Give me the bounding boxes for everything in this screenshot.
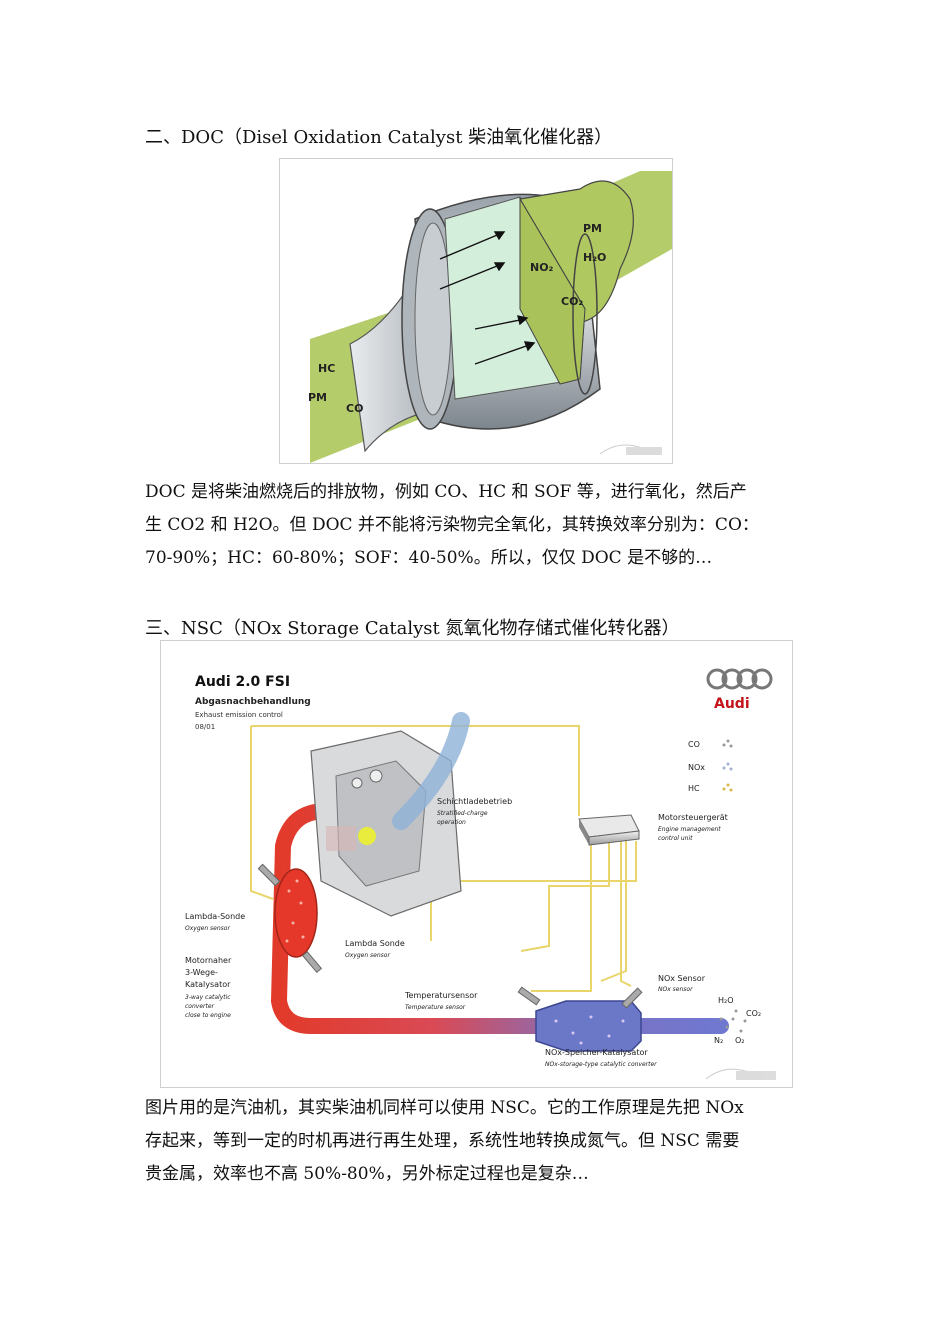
watermark-logo (705, 1068, 776, 1080)
cat3-label-de-1: Motornaher (185, 956, 232, 965)
engine-illustration (310, 712, 470, 917)
nsc-label-en: NOx-storage-type catalytic converter (545, 1061, 657, 1068)
paragraph-nsc: 图片用的是汽油机，其实柴油机同样可以使用 NSC。它的工作原理是先把 NOx 存… (145, 1092, 810, 1191)
engine-label-en-2: operation (437, 819, 466, 826)
label-pm-in: PM (308, 391, 327, 404)
label-no2: NO₂ (530, 261, 554, 274)
paragraph-line: 存起来，等到一定的时机再进行再生处理，系统性地转换成氮气。但 NSC 需要 (145, 1131, 740, 1151)
out-h2o: H₂O (718, 996, 734, 1005)
lambda2-label-en: Oxygen sensor (345, 952, 390, 959)
label-co2: CO₂ (561, 295, 583, 308)
label-hc: HC (318, 362, 335, 375)
doc-diagram: PM H₂O NO₂ CO₂ HC PM CO (308, 171, 672, 463)
legend-nox: NOx (688, 763, 705, 772)
lambda2-label-de: Lambda Sonde (345, 939, 405, 948)
paragraph-line: DOC 是将柴油燃烧后的排放物，例如 CO、HC 和 SOF 等，进行氧化，然后… (145, 482, 747, 502)
paragraph-line: 贵金属，效率也不高 50%-80%，另外标定过程也是复杂… (145, 1164, 589, 1184)
lambda1-label-de: Lambda-Sonde (185, 912, 245, 921)
legend-co: CO (688, 740, 700, 749)
audi-brand: Audi (714, 696, 750, 712)
paragraph-doc: DOC 是将柴油燃烧后的排放物，例如 CO、HC 和 SOF 等，进行氧化，然后… (145, 476, 810, 575)
watermark-logo (599, 444, 662, 455)
cat3-label-en-2: converter (185, 1003, 215, 1010)
label-co: CO (346, 402, 363, 415)
cat3-label-de-2: 3-Wege- (185, 968, 218, 977)
cat3-label-en-3: close to engine (185, 1012, 231, 1019)
ecu-box (578, 814, 640, 846)
paragraph-line: 图片用的是汽油机，其实柴油机同样可以使用 NSC。它的工作原理是先把 NOx (145, 1098, 744, 1118)
label-pm-out: PM (583, 222, 602, 235)
ecu-label-en-2: control unit (658, 835, 693, 842)
out-co2: CO₂ (746, 1009, 761, 1018)
lambda1-label-en: Oxygen sensor (185, 925, 230, 932)
engine-label-de: Schichtladebetrieb (437, 797, 512, 806)
nsc-diagram: Audi Audi 2.0 FSI Abgasnachbehandlung Ex… (185, 668, 776, 1080)
cat3-label-de-3: Katalysator (185, 980, 231, 989)
cat3-label-en-1: 3-way catalytic (185, 994, 231, 1001)
fig-date: 08/01 (195, 723, 215, 731)
fig-subtitle-en: Exhaust emission control (195, 711, 283, 719)
out-n2: N₂ (714, 1036, 723, 1045)
engine-label-en-1: Stratified-charge (437, 810, 488, 817)
doc-figure: PM H₂O NO₂ CO₂ HC PM CO (279, 158, 673, 464)
section-heading-nsc: 三、NSC（NOx Storage Catalyst 氮氧化物存储式催化转化器） (145, 618, 680, 639)
fig-title: Audi 2.0 FSI (195, 674, 290, 690)
nsc-figure: Audi Audi 2.0 FSI Abgasnachbehandlung Ex… (160, 640, 793, 1088)
audi-rings-logo (706, 668, 773, 690)
ecu-label-en-1: Engine management (658, 826, 721, 833)
ecu-label-de: Motorsteuergerät (658, 813, 728, 822)
nox-sensor-label-de: NOx Sensor (658, 974, 706, 983)
legend-hc: HC (688, 784, 700, 793)
paragraph-line: 70-90%；HC：60-80%；SOF：40-50%。所以，仅仅 DOC 是不… (145, 548, 713, 568)
nox-sensor-label-en: NOx sensor (658, 986, 693, 993)
paragraph-line: 生 CO2 和 H2O。但 DOC 并不能将污染物完全氧化，其转换效率分别为：C… (145, 515, 759, 535)
temp-label-de: Temperatursensor (404, 991, 478, 1000)
fig-subtitle-de: Abgasnachbehandlung (195, 697, 311, 707)
section-heading-doc: 二、DOC（Disel Oxidation Catalyst 柴油氧化催化器） (145, 127, 613, 148)
temp-label-en: Temperature sensor (405, 1004, 466, 1011)
out-o2: O₂ (735, 1036, 745, 1045)
nsc-label-de: NOx-Speicher-Katalysator (545, 1048, 648, 1057)
label-h2o: H₂O (583, 251, 606, 264)
